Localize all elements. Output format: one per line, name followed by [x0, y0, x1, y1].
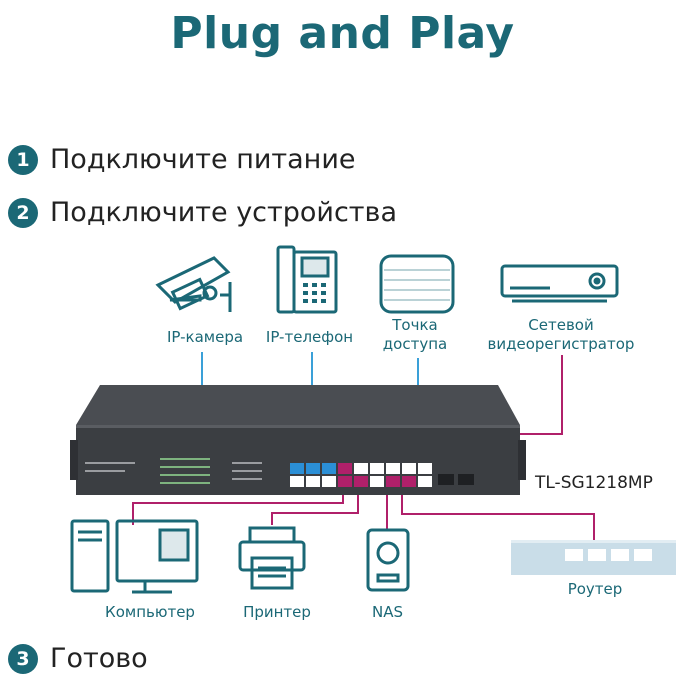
router-link [401, 485, 595, 540]
nvr-label: Сетевой видеорегистратор [480, 316, 642, 354]
access-point-label-line2: доступа [382, 335, 448, 353]
step-1: 1 Подключите питание [8, 144, 356, 175]
step-text: Подключите питание [50, 144, 356, 175]
ip-camera-label: IP-камера [166, 328, 244, 346]
printer-link [271, 485, 359, 525]
ip-camera-icon [155, 256, 232, 312]
access-point-label: Точка доступа [370, 316, 460, 354]
nas-icon [366, 528, 410, 592]
ip-phone-label: IP-телефон [265, 328, 354, 346]
nas-label: NAS [371, 603, 403, 621]
step-number: 1 [8, 144, 38, 175]
switch-device [70, 385, 526, 495]
computer-label: Компьютер [105, 603, 195, 621]
router-label: Роутер [567, 580, 623, 598]
step-3: 3 Готово [8, 643, 148, 674]
nvr-label-line2: видеорегистратор [487, 335, 635, 353]
nvr-icon [500, 264, 619, 303]
nvr-label-line1: Сетевой [528, 316, 594, 334]
printer-icon [238, 526, 306, 590]
printer-label: Принтер [243, 603, 311, 621]
ip-phone-icon [276, 245, 338, 314]
step-number: 3 [8, 643, 38, 674]
step-2: 2 Подключите устройства [8, 197, 397, 228]
step-text: Готово [50, 643, 148, 674]
lan-ports [354, 463, 432, 487]
step-text: Подключите устройства [50, 197, 397, 228]
poe-ports [290, 463, 352, 487]
step-number: 2 [8, 197, 38, 228]
access-point-icon [379, 254, 455, 314]
computer-icon [70, 519, 199, 594]
switch-model-label: TL-SG1218MP [535, 473, 653, 493]
access-point-label-line1: Точка [392, 316, 438, 334]
page-title: Plug and Play [170, 8, 515, 59]
router-icon [511, 540, 676, 575]
